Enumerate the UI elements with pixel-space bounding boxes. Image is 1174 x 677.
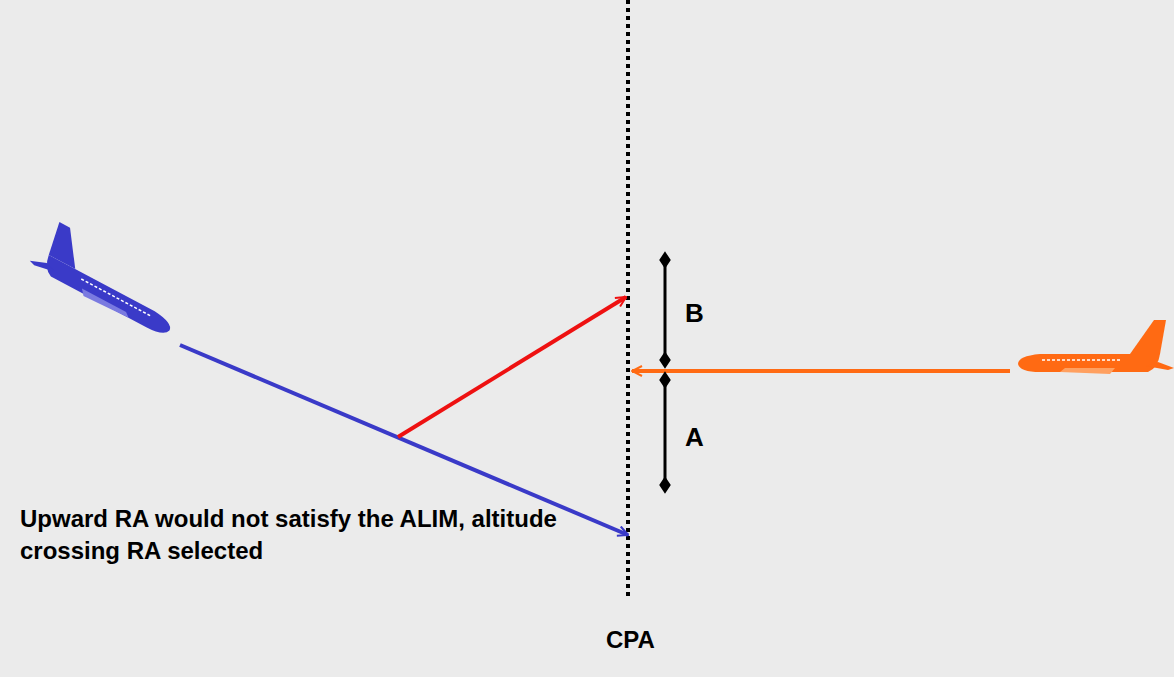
blue-aircraft [27,218,190,339]
axis-label: CPA [606,624,655,656]
alim-brackets [661,254,669,491]
orange-aircraft [1018,320,1174,374]
bracket-label: B [685,296,704,331]
bracket-label: A [685,420,704,455]
note-text: Upward RA would not satisfy the ALIM, al… [20,503,565,568]
own-path [632,369,1010,373]
cpa-line [626,0,630,600]
upward-ra-path [398,297,626,437]
